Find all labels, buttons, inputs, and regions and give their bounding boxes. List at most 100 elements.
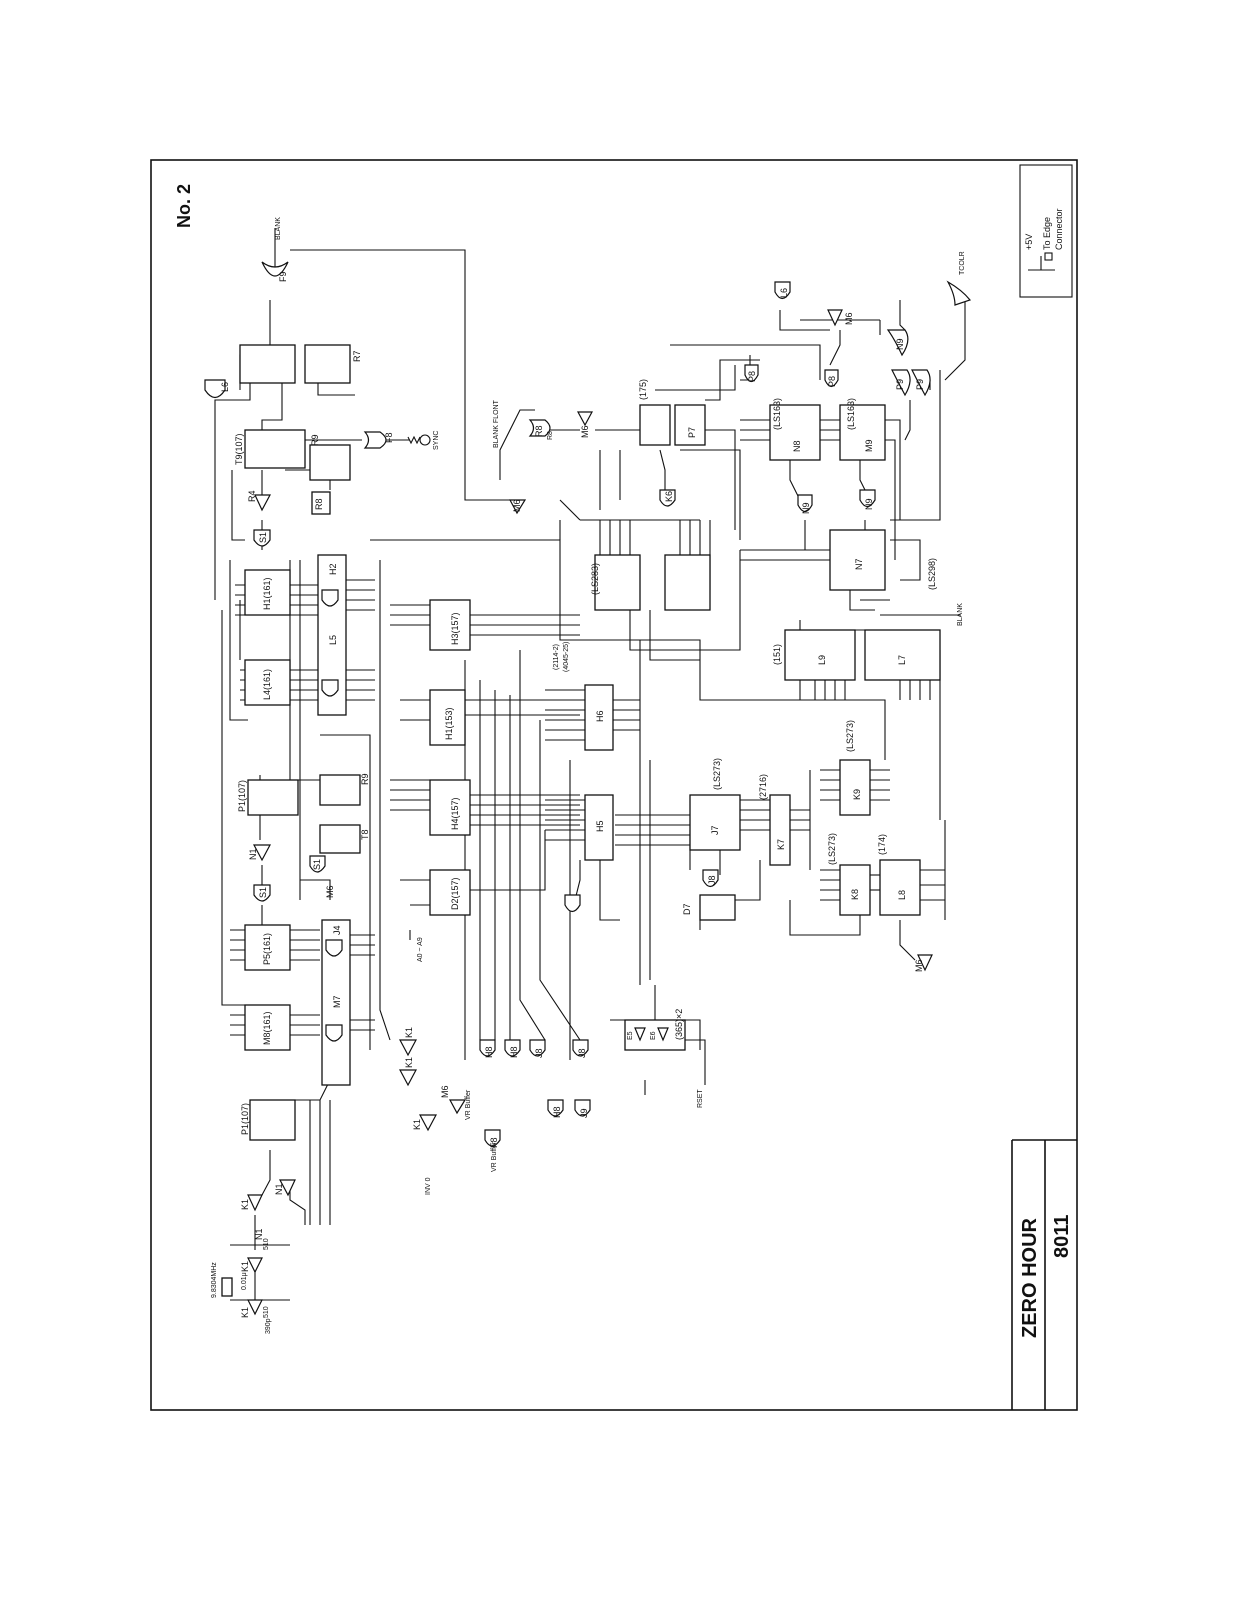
sheet-title: ZERO HOUR bbox=[1019, 1217, 1041, 1338]
chip-label: H5 bbox=[595, 820, 605, 832]
signal-res-1: 510 bbox=[263, 1238, 270, 1250]
chip-label: P7 bbox=[687, 427, 697, 438]
chip-label: M6 bbox=[512, 499, 522, 512]
signal-crystal: 9.8304MHz bbox=[211, 1262, 218, 1298]
chip-label: (2114-2) bbox=[553, 644, 560, 670]
sheet-border bbox=[150, 159, 1078, 1411]
chip-label: M6 bbox=[844, 312, 854, 325]
chip-label: F9 bbox=[278, 271, 288, 282]
signal-res-2: 510 bbox=[263, 1306, 270, 1318]
chip-label: P5(161) bbox=[262, 933, 272, 965]
gate-f9-shape bbox=[261, 261, 289, 277]
legend-box: +5V To Edge Connector bbox=[1019, 164, 1073, 298]
chip-label: R9 bbox=[360, 773, 370, 785]
chip-label: (365)×2 bbox=[674, 1009, 684, 1040]
crystal-icon bbox=[221, 1277, 233, 1297]
chip-label: L5 bbox=[328, 635, 338, 645]
chip-label: N7 bbox=[854, 558, 864, 570]
chip-label: S1 bbox=[258, 532, 268, 543]
signal-blank-top: BLANK bbox=[275, 217, 282, 240]
legend-edge-2: Connector bbox=[1054, 208, 1064, 250]
chip-label: R9 bbox=[310, 434, 320, 446]
chip-label: D7 bbox=[682, 903, 692, 915]
chip-label: H8 bbox=[552, 1106, 562, 1118]
chip-label: H2 bbox=[328, 563, 338, 575]
chip-label: J8 bbox=[577, 1048, 587, 1058]
chip-label: F8 bbox=[489, 1137, 499, 1148]
signal-sync: SYNC bbox=[433, 431, 440, 450]
chip-label: M9 bbox=[864, 439, 874, 452]
chip-label: M6 bbox=[440, 1085, 450, 1098]
chip-label: L9 bbox=[817, 655, 827, 665]
signal-cap-2: 390p bbox=[265, 1318, 272, 1334]
chip-label: R7 bbox=[352, 350, 362, 362]
chip-label: H3(157) bbox=[450, 612, 460, 645]
chip-label: (LS273) bbox=[845, 720, 855, 752]
chip-label: T9(107) bbox=[234, 433, 244, 465]
signal-tcolr: TCOLR bbox=[959, 251, 966, 275]
chip-label: K1 bbox=[404, 1027, 414, 1038]
chip-label: H6 bbox=[595, 710, 605, 722]
chip-label: K1 bbox=[404, 1057, 414, 1068]
signal-labels: BLANK BLANK SYNC BLANK FLONT TCOLR 9.830… bbox=[211, 217, 966, 1334]
chip-label: L7 bbox=[897, 655, 907, 665]
legend-edge-1: To Edge bbox=[1042, 217, 1052, 250]
chip-label: M6 bbox=[580, 425, 590, 438]
chip-label: F8 bbox=[384, 432, 394, 443]
chip-label: P9 bbox=[915, 379, 925, 390]
chip-label: R8 bbox=[547, 431, 554, 440]
chip-label: J8 bbox=[534, 1048, 544, 1058]
chip-label: N9 bbox=[895, 338, 905, 350]
chip-label: J7 bbox=[710, 825, 720, 835]
chip-label: D2(157) bbox=[450, 877, 460, 910]
chip-label: K6 bbox=[664, 491, 674, 502]
chip-label: K9 bbox=[852, 789, 862, 800]
chip-label: T8 bbox=[360, 829, 370, 840]
chip-label: P8 bbox=[827, 376, 837, 387]
chip-label: M6 bbox=[325, 885, 335, 898]
signal-vr-buffer-2: VR Buffer bbox=[491, 1141, 498, 1172]
chip-label: M6 bbox=[914, 959, 924, 972]
chip-labels: F9 L6 R7 T9(107) R9 F8 R4 R8 S1 H1(161) … bbox=[220, 271, 937, 1318]
chip-label: (2716) bbox=[758, 774, 768, 800]
chip-label: N1 bbox=[248, 848, 258, 860]
chip-label: P1(107) bbox=[240, 1103, 250, 1135]
signal-inv0: INV 0 bbox=[425, 1177, 432, 1195]
chip-label: N9 bbox=[864, 498, 874, 510]
chip-label: (LS273) bbox=[712, 758, 722, 790]
chip-label: (LS163) bbox=[772, 398, 782, 430]
chip-label: N8 bbox=[792, 440, 802, 452]
chip-label: (175) bbox=[638, 379, 648, 400]
chip-label: L6 bbox=[779, 288, 789, 298]
chip-label: E5 bbox=[627, 1031, 634, 1040]
chip-label: L8 bbox=[897, 890, 907, 900]
chip-label: M7 bbox=[332, 995, 342, 1008]
signal-blank-flont: BLANK FLONT bbox=[493, 399, 500, 448]
sync-output-icon bbox=[419, 434, 431, 446]
chip-label: (LS283) bbox=[590, 563, 600, 595]
chip-label: H4(157) bbox=[450, 797, 460, 830]
signal-a-range: A0 ~ A9 bbox=[417, 937, 424, 962]
chip-label: J9 bbox=[579, 1108, 589, 1118]
title-block: ZERO HOUR 8011 bbox=[1011, 1139, 1077, 1410]
chip-label: R4 bbox=[247, 490, 257, 502]
chip-label: M8(161) bbox=[262, 1011, 272, 1045]
signal-reset: RSET bbox=[697, 1089, 704, 1108]
sheet-number: No. 2 bbox=[174, 184, 194, 228]
chip-label: E6 bbox=[650, 1031, 657, 1040]
sheet-model: 8011 bbox=[1051, 1215, 1073, 1258]
chip-label: N1 bbox=[254, 1228, 264, 1240]
chip-label: K1 bbox=[240, 1307, 250, 1318]
chip-label: K1 bbox=[240, 1261, 250, 1272]
chip-label: R8 bbox=[534, 425, 544, 437]
chip-label: K7 bbox=[776, 839, 786, 850]
components bbox=[204, 261, 972, 1316]
chip-label: J8 bbox=[707, 875, 717, 885]
chip-label: (LS298) bbox=[927, 558, 937, 590]
chip-label: R8 bbox=[314, 498, 324, 510]
chip-label: N9 bbox=[801, 502, 811, 514]
chip-label: K1 bbox=[240, 1199, 250, 1210]
chip-label: S1 bbox=[258, 887, 268, 898]
